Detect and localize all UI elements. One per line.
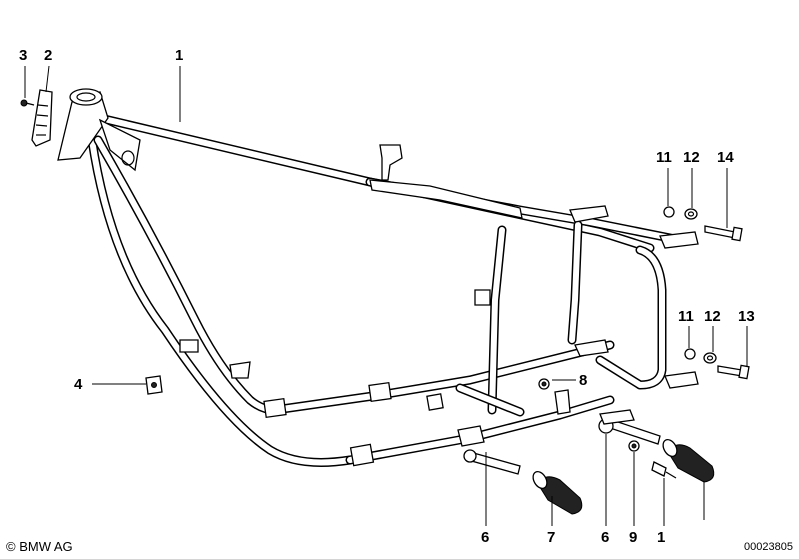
callout-9: 9 (629, 529, 637, 546)
plate-part-2[interactable] (31, 89, 53, 147)
main-frame[interactable] (57, 88, 699, 467)
bracket-part-4[interactable] (145, 375, 163, 395)
callout-12-upper: 12 (683, 149, 700, 166)
callout-11-lower: 11 (678, 308, 694, 325)
callout-12-lower: 12 (704, 308, 721, 325)
callout-6-left: 6 (481, 529, 489, 546)
callout-14: 14 (717, 149, 734, 166)
callout-2: 2 (44, 47, 52, 64)
callout-11-upper: 11 (656, 149, 672, 166)
footrest-pin-6-right[interactable] (598, 409, 661, 445)
bolt-part-13[interactable] (717, 364, 750, 380)
callout-6-right: 6 (601, 529, 609, 546)
washer-part-12-lower[interactable] (703, 352, 717, 364)
bolt-part-1-bottom[interactable] (651, 461, 677, 479)
callout-1-bottom: 1 (657, 529, 665, 546)
footrest-rubber-7-right[interactable] (660, 437, 715, 483)
callout-13: 13 (738, 308, 755, 325)
screw-part-3[interactable] (20, 99, 35, 107)
washer-part-12-upper[interactable] (684, 208, 698, 220)
callout-1: 1 (175, 47, 183, 64)
nut-part-11-upper[interactable] (663, 206, 675, 218)
nut-part-9[interactable] (628, 440, 640, 452)
leader-lines (24, 65, 748, 526)
callout-8: 8 (579, 372, 587, 389)
footrest-rubber-7-left[interactable] (530, 469, 583, 515)
footrest-pin-6-left[interactable] (463, 449, 521, 475)
callout-4: 4 (74, 376, 83, 393)
document-id: 00023805 (744, 541, 793, 553)
nut-part-11-lower[interactable] (684, 348, 696, 360)
callout-7: 7 (547, 529, 555, 546)
copyright-text: © BMW AG (6, 539, 73, 554)
callout-3: 3 (19, 47, 27, 64)
nut-part-8[interactable] (538, 378, 571, 415)
bolt-part-14[interactable] (704, 225, 743, 242)
